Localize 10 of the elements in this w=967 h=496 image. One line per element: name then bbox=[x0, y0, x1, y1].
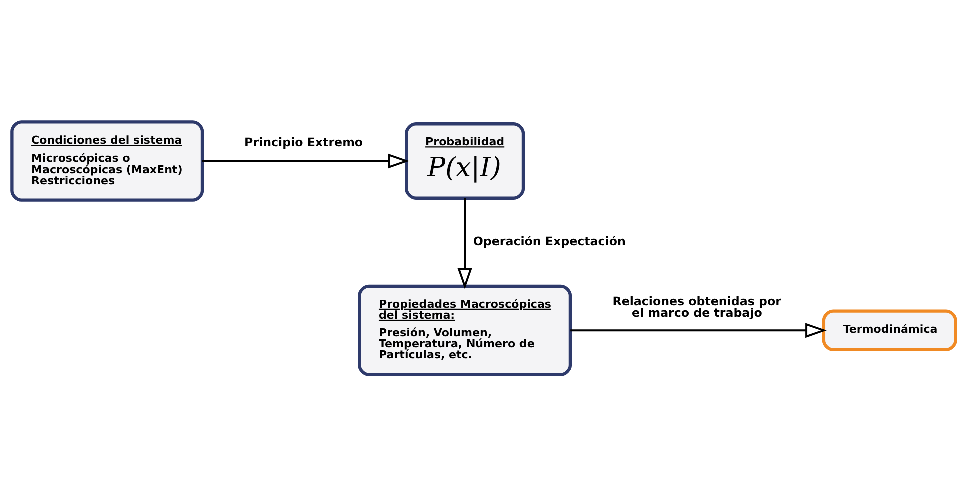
edge-label: Principio Extremo bbox=[244, 135, 363, 150]
edge-label: Relaciones obtenidas por el marco de trabajo bbox=[612, 294, 781, 320]
node-box: Condiciones del sistema Microscópicas o Macroscópicas (MaxEnt) Restricciones bbox=[10, 120, 204, 202]
edge-label: Operación Expectación bbox=[472, 234, 626, 248]
node-box: Probabilidad P(x|I) bbox=[404, 122, 525, 200]
arrow bbox=[202, 153, 409, 168]
arrow bbox=[457, 198, 472, 289]
node-box: Propiedades Macroscópicas del sistema: Presión, Volumen, Temperatura, Número de Partículas, etc. bbox=[358, 284, 572, 376]
arrow bbox=[570, 322, 826, 338]
node-box: Termodinámica bbox=[822, 309, 957, 352]
